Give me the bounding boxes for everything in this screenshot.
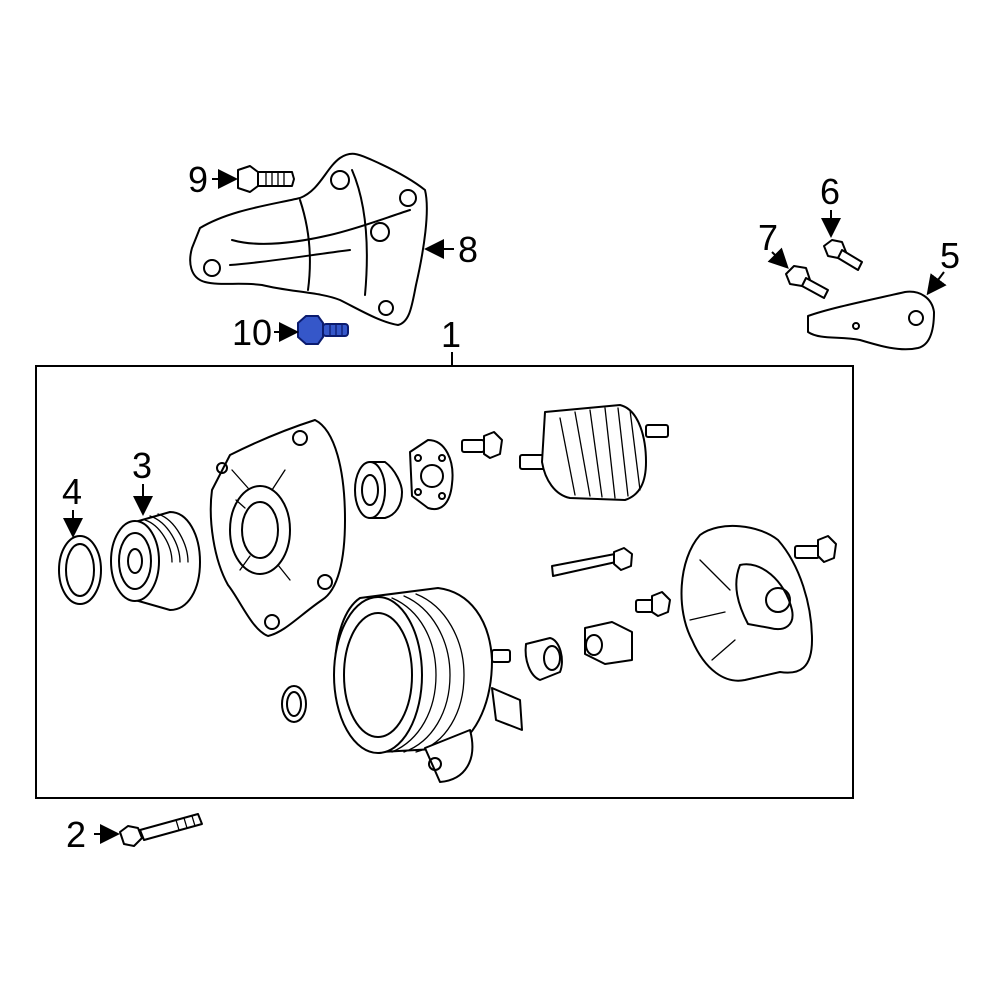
front-housing[interactable]	[209, 419, 346, 637]
o-ring[interactable]	[281, 685, 307, 723]
brush-holder[interactable]	[524, 637, 563, 681]
callout-7[interactable]: 7	[758, 217, 778, 258]
through-bolt[interactable]	[551, 547, 633, 577]
callout-arrow-7	[767, 247, 789, 269]
assembly-frame	[35, 365, 854, 799]
seal-ring-4[interactable]	[58, 535, 102, 605]
bearing[interactable]	[354, 461, 403, 519]
mounting-bracket-8[interactable]	[189, 152, 428, 326]
bolt-7[interactable]	[785, 265, 829, 299]
callout-10[interactable]: 10	[232, 312, 272, 353]
bolt-10-highlighted[interactable]	[297, 315, 349, 345]
cover-bolt[interactable]	[794, 535, 837, 563]
brace-5[interactable]	[807, 290, 935, 351]
callout-3[interactable]: 3	[132, 445, 152, 486]
rotor[interactable]	[519, 404, 669, 501]
bolt-6[interactable]	[823, 239, 863, 271]
bolt-9[interactable]	[237, 165, 295, 193]
regulator[interactable]	[584, 621, 633, 665]
callout-9[interactable]: 9	[188, 159, 208, 200]
pulley-3[interactable]	[110, 511, 201, 611]
rear-cover[interactable]	[680, 524, 813, 682]
small-bolt[interactable]	[635, 591, 671, 617]
callout-1[interactable]: 1	[441, 314, 461, 355]
callout-arrow-5	[926, 271, 947, 296]
callout-8[interactable]: 8	[458, 229, 478, 270]
retainer-plate[interactable]	[409, 439, 454, 510]
callout-6[interactable]: 6	[820, 171, 840, 212]
callout-5[interactable]: 5	[940, 235, 960, 276]
bolt-2[interactable]	[119, 813, 203, 847]
callout-2[interactable]: 2	[66, 814, 86, 855]
stator[interactable]	[333, 587, 493, 783]
callout-4[interactable]: 4	[62, 471, 82, 512]
connector[interactable]	[491, 649, 523, 731]
plate-screw[interactable]	[461, 431, 503, 459]
